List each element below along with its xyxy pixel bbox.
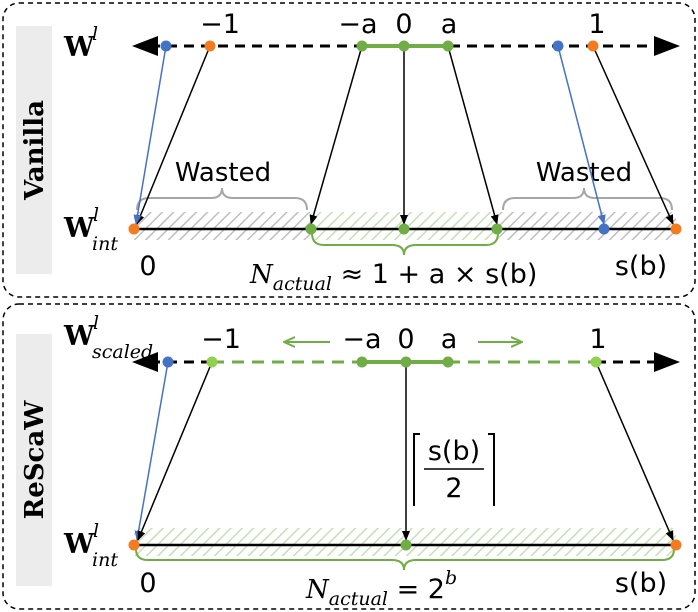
rescaw-tick-one: 1 [589,324,606,355]
tick-neg-a: −a [338,9,377,40]
rescaw-weight-bottom: W l int [63,520,118,571]
vanilla-weight-top: W l [63,23,98,63]
dot-orange-int-zero [128,223,140,235]
tick-a: a [441,9,458,40]
svg-text:Nactual = 2b: Nactual = 2b [305,567,457,610]
vanilla-n-actual: Nactual ≈ 1 + a × s(b) [249,259,537,295]
vanilla-label-bg [16,26,52,274]
tick-one: 1 [588,9,605,40]
wasted-right-bracket: Wasted [502,158,673,211]
rescaw-dot-int-mid [400,539,412,551]
dot-green-int-right [491,223,503,235]
dot-green-a [442,40,454,52]
rescaw-bottom-sb: s(b) [615,568,667,599]
rescaw-dot-one [590,356,602,368]
dot-blue-int [598,223,610,235]
dot-green-int-left [305,223,317,235]
svg-text:W: W [63,529,95,560]
rescaw-tick-neg-one: −1 [201,324,241,355]
svg-text:W: W [63,213,95,244]
dot-blue-right [552,40,564,52]
rescaw-tick-neg-a: −a [342,324,381,355]
dot-blue-left [160,40,172,52]
rescaw-top-axis [132,342,680,372]
wasted-left-label: Wasted [175,158,271,188]
rescaw-frame [2,303,696,610]
vanilla-label: Vanilla [20,100,50,201]
svg-text:int: int [92,549,118,571]
svg-text:W: W [63,32,95,63]
ceil-fraction: s(b) 2 [413,433,495,506]
right-arrowhead [654,36,680,56]
ceil-denominator: 2 [445,473,462,504]
svg-text:l: l [93,312,99,334]
svg-text:Nactual ≈ 1 + a × s(b): Nactual ≈ 1 + a × s(b) [249,259,537,295]
rescaw-bottom-zero: 0 [139,568,156,599]
dot-green-zero [398,40,410,52]
rescaw-dot-neg-one [206,356,218,368]
tick-zero: 0 [395,9,412,40]
rescaw-weight-top: W l scaled [63,312,153,363]
rescaw-dot-int-sb [670,539,682,551]
rescaw-dot-a [442,356,454,368]
vanilla-bottom-sb: s(b) [615,251,667,282]
rescaw-panel: ReScaW W l scaled −1 −a 0 a 1 [2,303,696,610]
ceil-numerator: s(b) [428,436,480,467]
dot-orange-one [587,40,599,52]
wasted-left-bracket: Wasted [136,158,308,211]
rescaw-tick-zero: 0 [397,324,414,355]
rescaw-n-actual: Nactual = 2b [305,567,457,610]
svg-text:l: l [93,204,99,226]
tick-neg-one: −1 [200,9,240,40]
svg-text:int: int [92,233,118,255]
rescaw-mapping-arrows [134,361,674,541]
rescaw-dot-neg-a [356,356,368,368]
rescaw-tick-a: a [441,324,458,355]
dot-orange-neg-one [204,40,216,52]
rescaw-dot-int-zero [128,539,140,551]
svg-text:l: l [92,23,98,45]
rescaw-actual-brace [135,548,675,571]
dot-orange-int-sb [670,223,682,235]
vanilla-actual-brace [311,232,499,256]
left-arrowhead [132,36,158,56]
dot-green-neg-a [356,40,368,52]
wasted-right-label: Wasted [536,158,632,188]
vanilla-weight-bottom: W l int [63,204,118,255]
rescaw-label-bg [16,334,52,586]
rescaw-dot-blue [162,356,174,368]
vanilla-mapping-arrows [133,45,674,225]
rescaw-dot-zero [400,356,412,368]
rescaw-label: ReScaW [20,400,50,520]
dot-green-int-mid [398,223,410,235]
svg-text:scaled: scaled [92,341,153,363]
svg-text:W: W [63,321,95,352]
vanilla-panel: Vanilla W l −1 −a 0 a 1 W l [2,2,696,298]
vanilla-bottom-zero: 0 [139,251,156,282]
svg-text:l: l [93,520,99,542]
